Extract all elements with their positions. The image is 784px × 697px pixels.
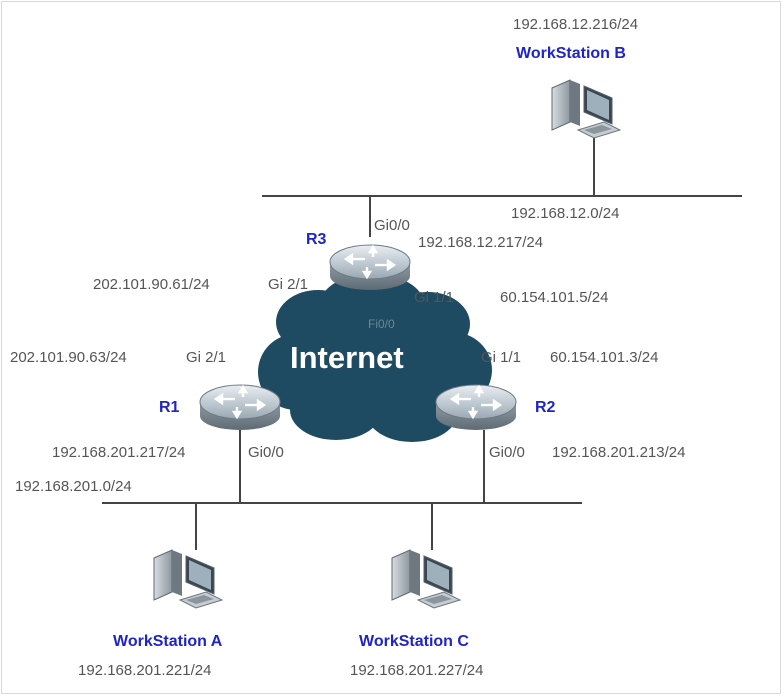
workstation-b-icon <box>551 79 622 139</box>
r2-name: R2 <box>535 399 556 416</box>
r3-gi21-label: Gi 2/1 <box>268 276 309 293</box>
r1-name: R1 <box>159 399 180 416</box>
r2-gi11-label: Gi 1/1 <box>481 349 522 366</box>
r1-gi21-label: Gi 2/1 <box>186 349 227 366</box>
network-bottom-label: 192.168.201.0/24 <box>15 478 132 495</box>
network-top-label: 192.168.12.0/24 <box>511 205 620 222</box>
r3-gi11-ip: 60.154.101.5/24 <box>500 289 609 306</box>
r3-gi11-label: Gi 1/1 <box>414 289 455 306</box>
router-r1-icon <box>199 384 281 430</box>
r2-gi00-label: Gi0/0 <box>489 444 525 461</box>
r2-gi11-ip: 60.154.101.3/24 <box>550 349 659 366</box>
workstation-c-ip: 192.168.201.227/24 <box>350 662 484 679</box>
r3-gi21-ip: 202.101.90.61/24 <box>93 276 210 293</box>
workstation-c-name: WorkStation C <box>359 633 469 650</box>
workstation-a-ip: 192.168.201.221/24 <box>78 662 212 679</box>
internet-label: Internet <box>290 340 404 375</box>
r2-gi00-ip: 192.168.201.213/24 <box>552 444 686 461</box>
r3-gi00-ip: 192.168.12.217/24 <box>418 234 544 251</box>
workstation-a-icon <box>153 549 224 609</box>
workstation-b-ip: 192.168.12.216/24 <box>513 16 639 33</box>
workstation-a-name: WorkStation A <box>113 633 223 650</box>
workstation-c-icon <box>391 549 462 609</box>
r1-gi00-ip: 192.168.201.217/24 <box>52 444 186 461</box>
cloud-faint-port-label: Fi0/0 <box>368 317 395 331</box>
router-r3-icon <box>329 244 411 290</box>
router-r2-icon <box>435 384 517 430</box>
r1-gi00-label: Gi0/0 <box>248 444 284 461</box>
workstation-b-name: WorkStation B <box>516 45 626 62</box>
r3-name: R3 <box>306 231 327 248</box>
r3-gi00-label: Gi0/0 <box>374 217 410 234</box>
r1-gi21-ip: 202.101.90.63/24 <box>10 349 127 366</box>
